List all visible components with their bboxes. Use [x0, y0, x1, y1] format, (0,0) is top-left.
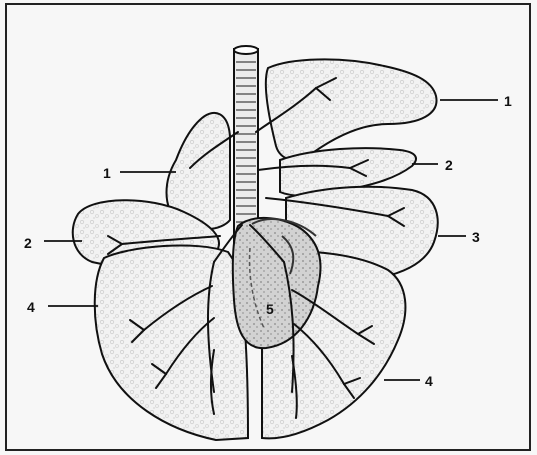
label-left-1: 1: [103, 165, 111, 181]
label-right-2: 2: [445, 157, 453, 173]
label-right-4: 4: [425, 373, 433, 389]
label-left-2: 2: [24, 235, 32, 251]
label-center-5: 5: [266, 301, 274, 317]
label-right-top-1: 1: [504, 93, 512, 109]
label-right-3: 3: [472, 229, 480, 245]
label-left-4: 4: [27, 299, 35, 315]
